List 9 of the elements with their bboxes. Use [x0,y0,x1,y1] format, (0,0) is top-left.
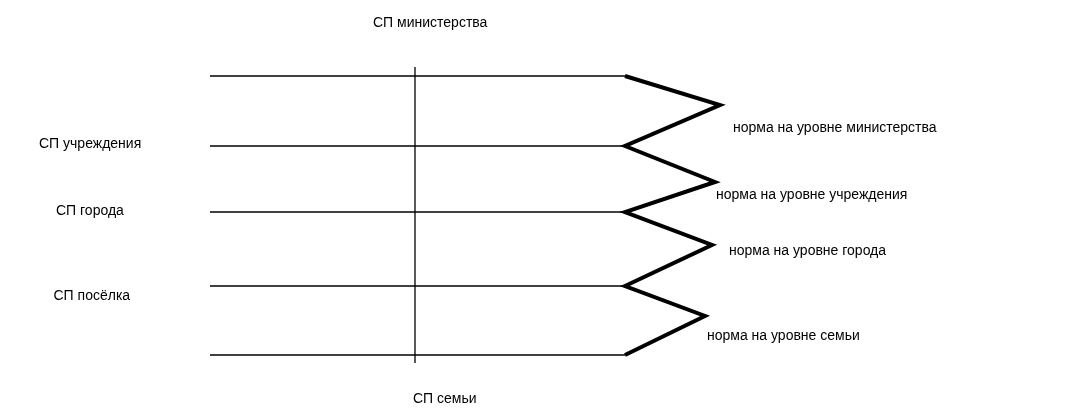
level-label: СП посёлка [53,287,131,303]
norm-label: норма на уровне учреждения [716,186,908,202]
level-label: СП семьи [413,390,477,406]
norm-label: норма на уровне города [729,242,887,258]
level-label: СП города [56,202,124,218]
level-label: СП учреждения [39,135,142,151]
norm-label: норма на уровне министерства [733,119,937,135]
norm-label: норма на уровне семьи [707,327,860,343]
level-label: СП министерства [373,14,488,30]
